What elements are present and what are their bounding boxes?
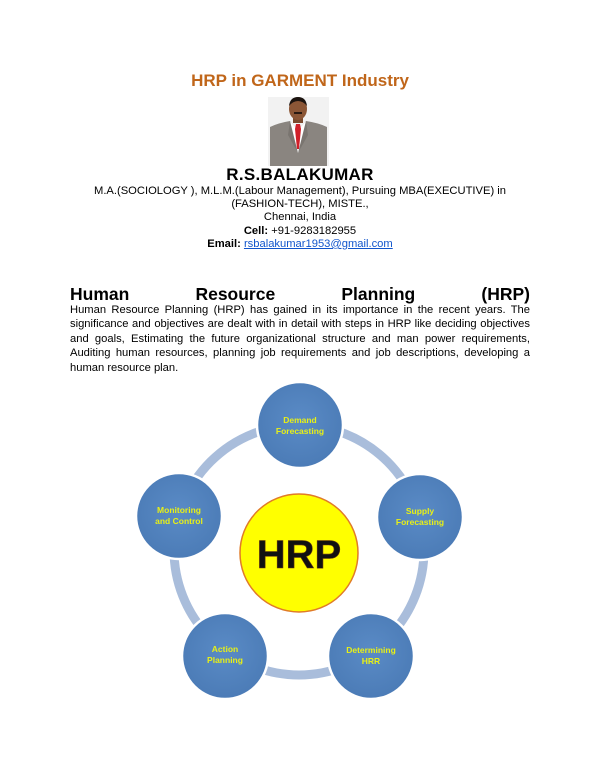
node-label-line2: Forecasting [276, 426, 324, 436]
cell-value: +91-9283182955 [271, 224, 357, 237]
email-link[interactable]: rsbalakumar1953@gmail.com [243, 237, 393, 250]
heading-word: Resource [195, 284, 276, 304]
node-supply-forecasting: Supply Forecasting [375, 472, 465, 562]
heading-word: Planning [341, 284, 416, 304]
qualifications-line-1: M.A.(SOCIOLOGY ), M.L.M.(Labour Manageme… [94, 185, 506, 197]
node-determining-hrr: Determining HRR [326, 611, 416, 701]
center-node: HRP [239, 493, 359, 613]
author-info: M.A.(SOCIOLOGY ), M.L.M.(Labour Manageme… [60, 185, 540, 251]
cell-line: Cell: +91-9283182955 [60, 225, 540, 238]
section-paragraph: Human Resource Planning (HRP) has gained… [70, 304, 530, 374]
node-label-line1: Determining [346, 645, 396, 655]
node-label-line1: Demand [283, 415, 317, 425]
author-name: R.S.BALAKUMAR [226, 165, 374, 184]
node-label-line2: Planning [207, 655, 243, 665]
node-label-line2: HRR [362, 656, 380, 666]
node-label-line1: Supply [406, 506, 435, 516]
node-label-line1: Monitoring [157, 505, 201, 515]
node-label-line2: and Control [155, 516, 203, 526]
author-location: Chennai, India [263, 211, 337, 224]
cell-label: Cell: [243, 224, 269, 237]
author-photo [268, 97, 329, 166]
node-action-planning: Action Planning [180, 611, 270, 701]
hrp-cycle-diagram: HRP Demand Forecasting Supply Forecastin… [0, 360, 600, 720]
email-label: Email: [207, 237, 241, 250]
qualifications-line-2: (FASHION-TECH), MISTE., [231, 198, 369, 211]
node-label-line2: Forecasting [396, 517, 444, 527]
section-heading: Human Resource Planning (HRP) [70, 284, 530, 305]
document-title: HRP in GARMENT Industry [191, 71, 409, 90]
heading-word: Human [70, 284, 130, 304]
node-monitoring-and-control: Monitoring and Control [134, 471, 224, 561]
heading-word: (HRP) [481, 284, 530, 304]
center-label: HRP [257, 533, 341, 577]
node-demand-forecasting: Demand Forecasting [255, 380, 345, 470]
email-line: Email: rsbalakumar1953@gmail.com [60, 238, 540, 251]
node-label-line1: Action [212, 644, 238, 654]
